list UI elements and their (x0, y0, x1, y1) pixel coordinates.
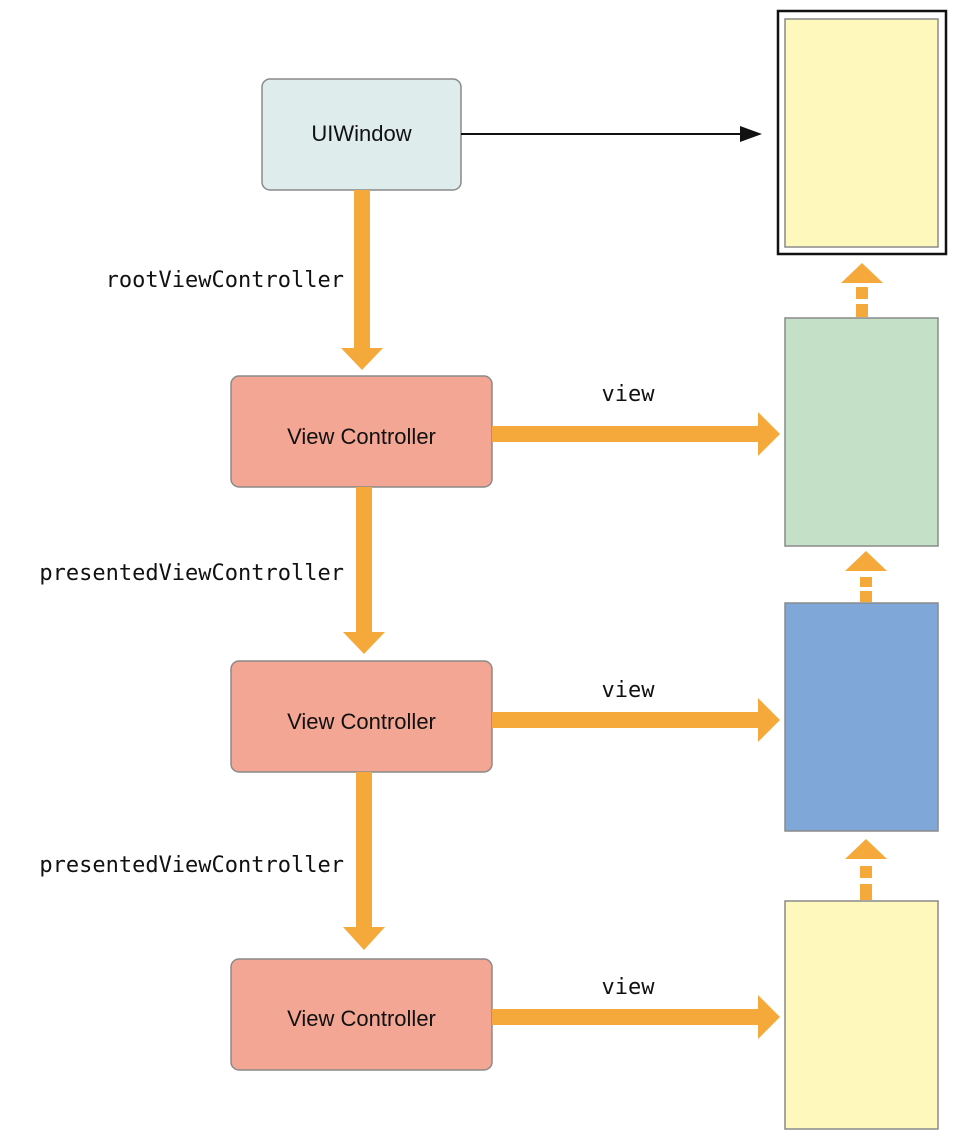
view-controller-3-node: View Controller (230, 958, 493, 1071)
view-controller-2-node: View Controller (230, 660, 493, 773)
view-1-label: view (602, 382, 656, 407)
root-view-controller-label: rootViewController (106, 268, 344, 293)
presented-view-controller-1-arrow (343, 487, 385, 654)
uiwindow-node: UIWindow (261, 78, 462, 191)
window-screen (776, 9, 948, 256)
view-2-arrow (492, 698, 780, 742)
presented-view-controller-2-arrow (343, 772, 385, 950)
presented-view-controller-2-label: presentedViewController (39, 853, 344, 878)
root-view-controller-arrow (341, 190, 383, 370)
dashed-arrow-view2-to-view1 (845, 551, 887, 602)
presented-view-controller-1-label: presentedViewController (39, 561, 344, 586)
view-controller-1-label: View Controller (287, 424, 436, 449)
view-3-arrow (492, 995, 780, 1039)
window-to-screen-arrow (461, 126, 762, 142)
view-2-blue-rect (784, 602, 939, 832)
view-3-label: view (602, 975, 656, 1000)
dashed-arrow-view1-to-window (841, 263, 883, 317)
window-screen-content (784, 18, 939, 248)
view-controller-3-label: View Controller (287, 1006, 436, 1031)
view-controller-2-label: View Controller (287, 709, 436, 734)
view-1-green-rect (784, 317, 939, 547)
view-2-label: view (602, 678, 656, 703)
uiwindow-label: UIWindow (311, 121, 411, 146)
view-3-yellow-rect (784, 900, 939, 1130)
view-controller-1-node: View Controller (230, 375, 493, 488)
dashed-arrow-view3-to-view2 (845, 839, 887, 900)
view-1-arrow (492, 412, 780, 456)
